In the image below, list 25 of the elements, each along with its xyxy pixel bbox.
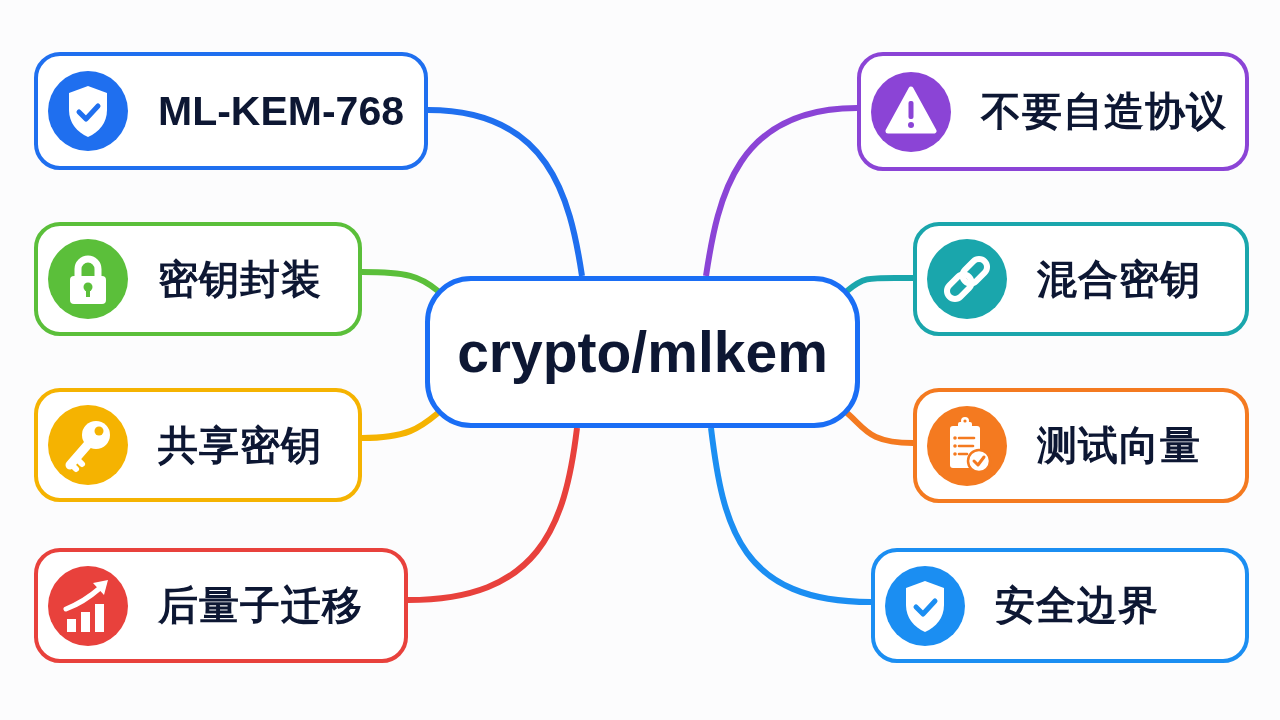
topic-box [913,222,1249,336]
topic-box [871,548,1249,663]
topic-label: 不要自造协议 [981,88,1227,135]
topic-box [913,388,1249,503]
topic-label: 共享密钥 [158,421,322,469]
central-topic-box: crypto/mlkem [425,276,860,428]
connector [427,107,585,277]
connector [407,427,580,603]
topic-label: 密钥封装 [158,255,322,303]
connector [361,410,440,441]
connector [708,427,872,605]
topic-label: ML-KEM-768 [158,87,405,135]
topic-box [34,388,362,502]
connector [703,105,858,277]
topic-box [34,222,362,336]
topic-box [857,52,1249,171]
topic-label: 后量子迁移 [158,582,363,629]
connector [845,274,913,294]
connector [845,410,914,446]
topic-label: 混合密钥 [1037,255,1201,303]
topic-label: 安全边界 [995,582,1159,629]
topic-box [34,52,428,170]
topic-box [34,548,408,663]
connector [361,269,440,294]
topic-label: 测试向量 [1037,422,1201,469]
